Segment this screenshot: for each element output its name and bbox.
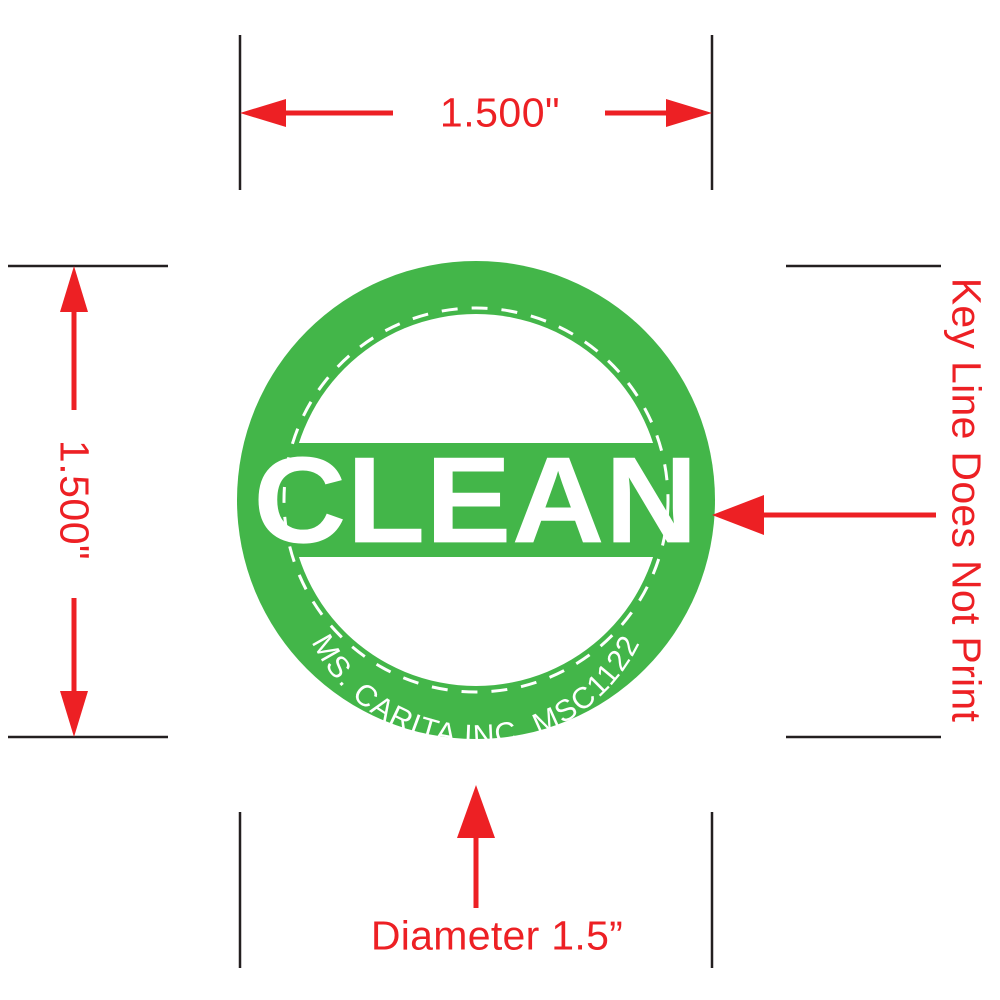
diameter-note-label: Diameter 1.5” — [370, 912, 624, 959]
arrowhead-up — [60, 266, 88, 312]
dimension-arrow-top — [240, 99, 712, 127]
leader-arrow-keyline — [712, 495, 936, 535]
label-inner-lower-half — [298, 557, 654, 686]
extension-lines — [8, 35, 941, 968]
keyline-dashed-circle — [282, 306, 670, 694]
dimension-label-width: 1.500" — [439, 89, 561, 136]
label-wordmark: CLEAN — [253, 431, 698, 569]
keyline-note-label: Key Line Does Not Print — [943, 277, 990, 723]
arrowhead-right — [666, 99, 712, 127]
arrowhead-left — [240, 99, 286, 127]
arrowhead-down — [60, 691, 88, 737]
label-inner-upper-half — [298, 314, 654, 443]
leader-arrow-diameter — [457, 785, 495, 908]
dimension-label-height: 1.500" — [51, 439, 98, 561]
arrowhead-diameter — [457, 785, 495, 838]
dimension-arrow-left — [60, 266, 88, 737]
arrowhead-keyline — [712, 495, 764, 535]
